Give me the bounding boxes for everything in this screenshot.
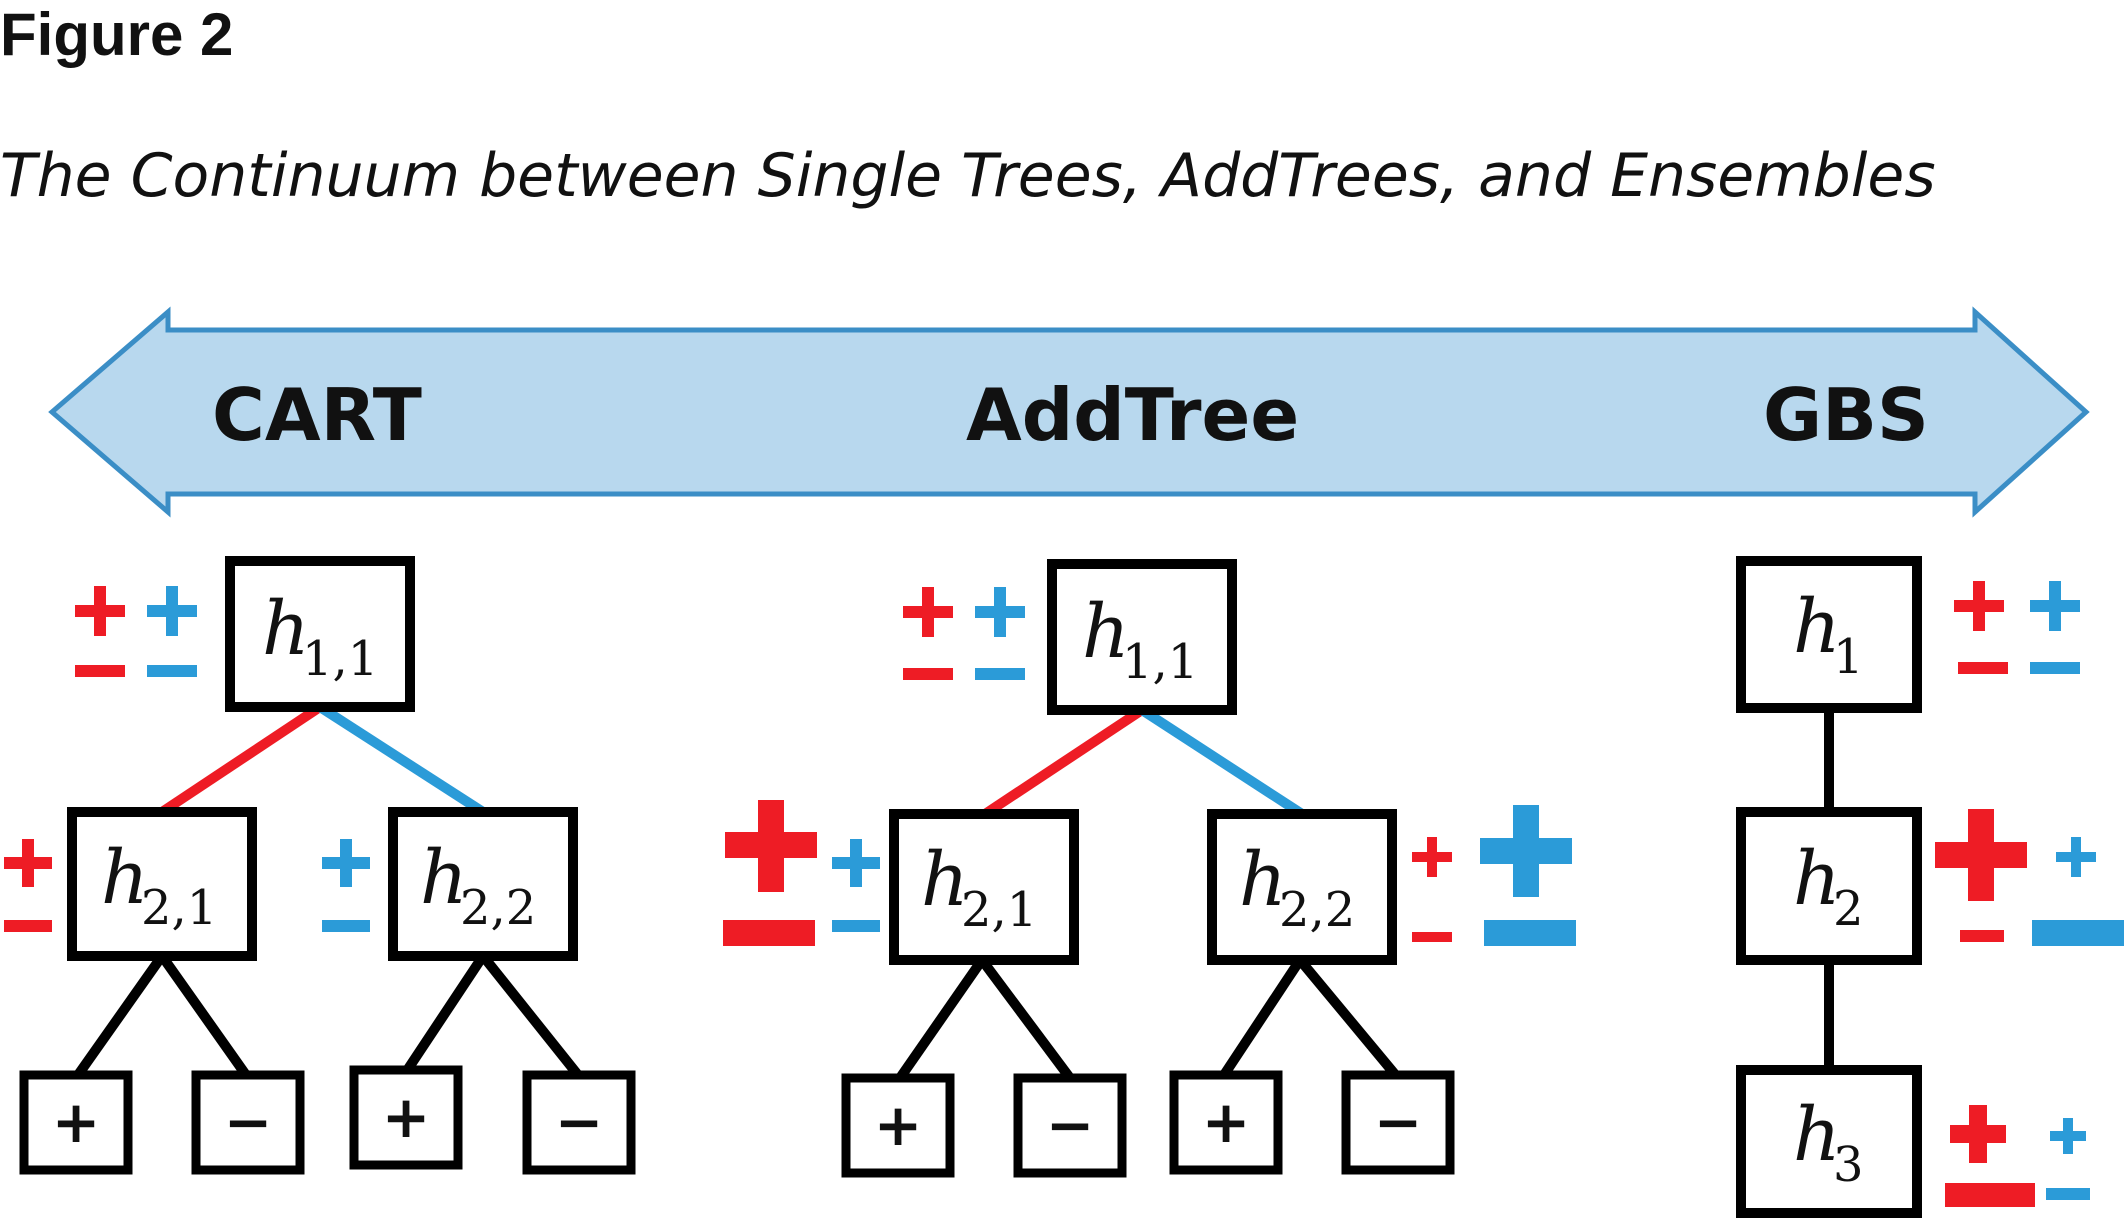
svg-text:h: h xyxy=(1082,589,1130,675)
node-gbs-h3: h 3 xyxy=(1736,1065,1922,1218)
svg-text:h: h xyxy=(1793,836,1841,922)
weight-blue-plus-minus-large xyxy=(1480,805,1576,946)
weight-blue-plus-minus-large xyxy=(2032,837,2124,946)
weight-red-plus-minus-large xyxy=(1945,1105,2035,1207)
leaf-minus: − xyxy=(1013,1073,1127,1178)
edge-black xyxy=(399,953,488,1078)
node-gbs-h2: h 2 xyxy=(1736,807,1922,965)
svg-text:h: h xyxy=(1793,1092,1841,1178)
edge-black xyxy=(977,957,1075,1081)
weight-blue-plus-minus xyxy=(832,839,880,932)
node-addtree-h22: h 2,2 xyxy=(1207,809,1397,965)
svg-text:+: + xyxy=(382,1083,431,1151)
edge-black xyxy=(157,953,251,1078)
svg-text:1: 1 xyxy=(1833,629,1864,685)
edge-black xyxy=(1217,957,1305,1081)
svg-text:−: − xyxy=(224,1088,273,1156)
addtree-tree: h 1,1 h 2,1 h 2,2 + − + − xyxy=(723,559,1576,1178)
svg-text:1,1: 1,1 xyxy=(302,631,378,687)
node-gbs-h1: h 1 xyxy=(1736,556,1922,713)
node-addtree-h21: h 2,1 xyxy=(889,809,1079,965)
arrow-label-cart: CART xyxy=(212,373,422,457)
node-addtree-h11: h 1,1 xyxy=(1047,559,1237,715)
svg-text:+: + xyxy=(52,1088,101,1156)
weight-red-plus-minus-large xyxy=(1935,809,2027,942)
arrow-label-addtree: AddTree xyxy=(966,373,1299,457)
edge-black xyxy=(73,953,167,1078)
weight-blue-plus-minus xyxy=(975,587,1025,680)
svg-text:2,1: 2,1 xyxy=(961,882,1037,938)
figure-caption: The Continuum between Single Trees, AddT… xyxy=(0,141,1936,211)
leaf-plus: + xyxy=(349,1065,463,1170)
node-cart-h11: h 1,1 xyxy=(225,556,415,712)
figure-label: Figure 2 xyxy=(0,1,234,68)
node-cart-h22: h 2,2 xyxy=(388,807,578,961)
edge-black xyxy=(479,952,582,1079)
svg-text:2: 2 xyxy=(1833,881,1864,937)
edge-blue xyxy=(317,702,486,817)
svg-text:h: h xyxy=(1239,837,1287,923)
weight-red-plus-minus xyxy=(4,839,52,932)
svg-text:2,1: 2,1 xyxy=(141,880,217,936)
leaf-minus: − xyxy=(191,1070,305,1175)
svg-text:+: + xyxy=(874,1091,923,1159)
edge-blue xyxy=(1139,705,1305,819)
weight-red-plus-minus xyxy=(1954,581,2008,674)
edge-red xyxy=(159,702,323,817)
svg-text:h: h xyxy=(921,837,969,923)
svg-text:h: h xyxy=(420,835,468,921)
gbs-chain: h 1 h 2 h 3 xyxy=(1736,556,2124,1218)
svg-text:−: − xyxy=(1374,1088,1423,1156)
weight-red-plus-minus xyxy=(903,587,953,680)
leaf-plus: + xyxy=(19,1070,133,1175)
svg-text:−: − xyxy=(555,1088,604,1156)
weight-blue-plus-minus xyxy=(322,839,370,932)
svg-text:−: − xyxy=(1046,1091,1095,1159)
weight-blue-plus-minus-small xyxy=(2046,1118,2090,1200)
weight-blue-plus-minus xyxy=(147,586,197,677)
leaf-minus: − xyxy=(522,1070,636,1175)
leaf-plus: + xyxy=(1169,1070,1283,1175)
leaf-plus: + xyxy=(841,1073,955,1178)
svg-text:1,1: 1,1 xyxy=(1122,634,1198,690)
leaf-minus: − xyxy=(1341,1070,1455,1175)
continuum-arrow xyxy=(48,306,2090,518)
weight-red-plus-minus xyxy=(75,586,125,677)
svg-text:h: h xyxy=(1793,584,1841,670)
edge-black xyxy=(1296,956,1402,1082)
svg-text:h: h xyxy=(101,835,149,921)
svg-text:+: + xyxy=(1202,1088,1251,1156)
edge-black xyxy=(895,957,987,1081)
svg-text:h: h xyxy=(262,586,310,672)
svg-text:3: 3 xyxy=(1833,1137,1864,1193)
svg-text:2,2: 2,2 xyxy=(1279,882,1355,938)
svg-text:2,2: 2,2 xyxy=(460,880,536,936)
arrow-label-gbs: GBS xyxy=(1763,373,1929,457)
weight-red-plus-minus-large xyxy=(723,800,817,946)
weight-blue-plus-minus xyxy=(2030,581,2080,674)
cart-tree: h 1,1 h 2,1 h 2,2 + − + − xyxy=(4,556,636,1175)
edge-red xyxy=(982,705,1145,819)
weight-red-plus-minus-small xyxy=(1412,837,1452,942)
node-cart-h21: h 2,1 xyxy=(67,807,257,961)
